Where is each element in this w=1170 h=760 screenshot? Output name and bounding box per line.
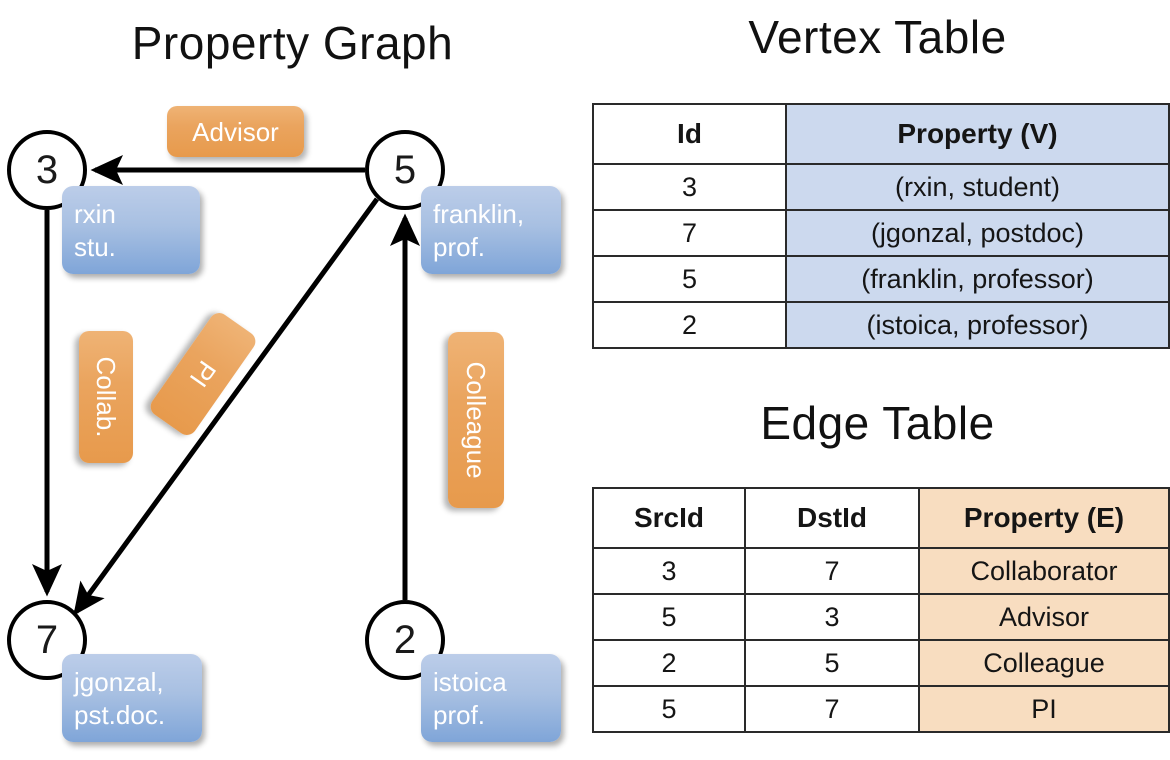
edge-table-header-srcid: SrcId xyxy=(592,487,746,549)
vertex-table-header-id: Id xyxy=(592,103,787,165)
node-property-line: jgonzal, xyxy=(74,667,164,697)
vertex-table: Id Property (V) 3 (rxin, student) 7 (jgo… xyxy=(592,103,1170,349)
edge-table: SrcId DstId Property (E) 3 7 Collaborato… xyxy=(592,487,1170,733)
edge-src-cell: 2 xyxy=(592,639,746,687)
edge-property-cell: PI xyxy=(918,685,1170,733)
graph-node-5[interactable]: 5 xyxy=(365,130,445,210)
edge-dst-cell: 3 xyxy=(744,593,920,641)
node-property-box-jgonzal: jgonzal, pst.doc. xyxy=(62,654,202,742)
node-property-line: pst.doc. xyxy=(74,700,166,731)
node-property-line: franklin, xyxy=(433,199,525,229)
graph-node-3-label: 3 xyxy=(35,148,59,192)
table-row: 2 (istoica, professor) xyxy=(592,301,1170,349)
graph-node-2-label: 2 xyxy=(393,618,417,662)
table-row: 5 3 Advisor xyxy=(592,593,1170,641)
graph-node-2[interactable]: 2 xyxy=(365,600,445,680)
edge-label-text: Advisor xyxy=(192,116,279,147)
edge-src-cell: 5 xyxy=(592,593,746,641)
node-property-line: stu. xyxy=(74,232,116,263)
graph-edges-layer xyxy=(32,155,420,616)
node-property-box-franklin: franklin, prof. xyxy=(421,186,561,274)
node-property-box-istoica: istoica prof. xyxy=(421,654,561,742)
edge-dst-cell: 7 xyxy=(744,685,920,733)
vertex-id-cell: 5 xyxy=(592,255,787,303)
edge-label-collab: Collab. xyxy=(79,331,133,463)
edge-label-text: PI xyxy=(183,355,223,393)
node-property-line: rxin xyxy=(74,199,116,229)
edge-property-cell: Advisor xyxy=(918,593,1170,641)
table-header-row: Id Property (V) xyxy=(592,103,1170,165)
page-title-vertex-table: Vertex Table xyxy=(748,11,1007,63)
table-header-row: SrcId DstId Property (E) xyxy=(592,487,1170,549)
edge-dst-cell: 5 xyxy=(744,639,920,687)
edge-dst-cell: 7 xyxy=(744,547,920,595)
property-graph-panel: Property Graph 3 5 7 2 rxin stu. frankli… xyxy=(7,17,561,742)
edge-label-text: Collab. xyxy=(91,356,121,438)
table-row: 7 (jgonzal, postdoc) xyxy=(592,209,1170,257)
page-title-edge-table: Edge Table xyxy=(760,397,995,449)
node-property-line: prof. xyxy=(433,232,486,263)
table-row: 2 5 Colleague xyxy=(592,639,1170,687)
vertex-table-header-property: Property (V) xyxy=(785,103,1170,165)
vertex-property-cell: (franklin, professor) xyxy=(785,255,1170,303)
table-row: 3 (rxin, student) xyxy=(592,163,1170,211)
node-property-line: istoica xyxy=(433,667,507,697)
vertex-id-cell: 7 xyxy=(592,209,787,257)
edge-table-header-dstid: DstId xyxy=(744,487,920,549)
vertex-property-cell: (istoica, professor) xyxy=(785,301,1170,349)
graph-node-5-label: 5 xyxy=(393,148,417,192)
edge-property-cell: Colleague xyxy=(918,639,1170,687)
edge-label-colleague: Colleague xyxy=(448,332,504,508)
edge-src-cell: 5 xyxy=(592,685,746,733)
vertex-property-cell: (jgonzal, postdoc) xyxy=(785,209,1170,257)
vertex-id-cell: 3 xyxy=(592,163,787,211)
vertex-property-cell: (rxin, student) xyxy=(785,163,1170,211)
vertex-id-cell: 2 xyxy=(592,301,787,349)
graph-node-7-label: 7 xyxy=(35,618,59,662)
edge-src-cell: 3 xyxy=(592,547,746,595)
edge-property-cell: Collaborator xyxy=(918,547,1170,595)
edge-label-text: Colleague xyxy=(461,361,491,479)
table-row: 5 7 PI xyxy=(592,685,1170,733)
edge-5-to-7 xyxy=(73,197,380,616)
node-property-line: prof. xyxy=(433,700,486,731)
edge-label-advisor: Advisor xyxy=(167,106,304,157)
edge-table-header-property: Property (E) xyxy=(918,487,1170,549)
page-title-property-graph: Property Graph xyxy=(131,17,454,69)
node-property-box-rxin: rxin stu. xyxy=(62,186,200,274)
table-row: 5 (franklin, professor) xyxy=(592,255,1170,303)
table-row: 3 7 Collaborator xyxy=(592,547,1170,595)
